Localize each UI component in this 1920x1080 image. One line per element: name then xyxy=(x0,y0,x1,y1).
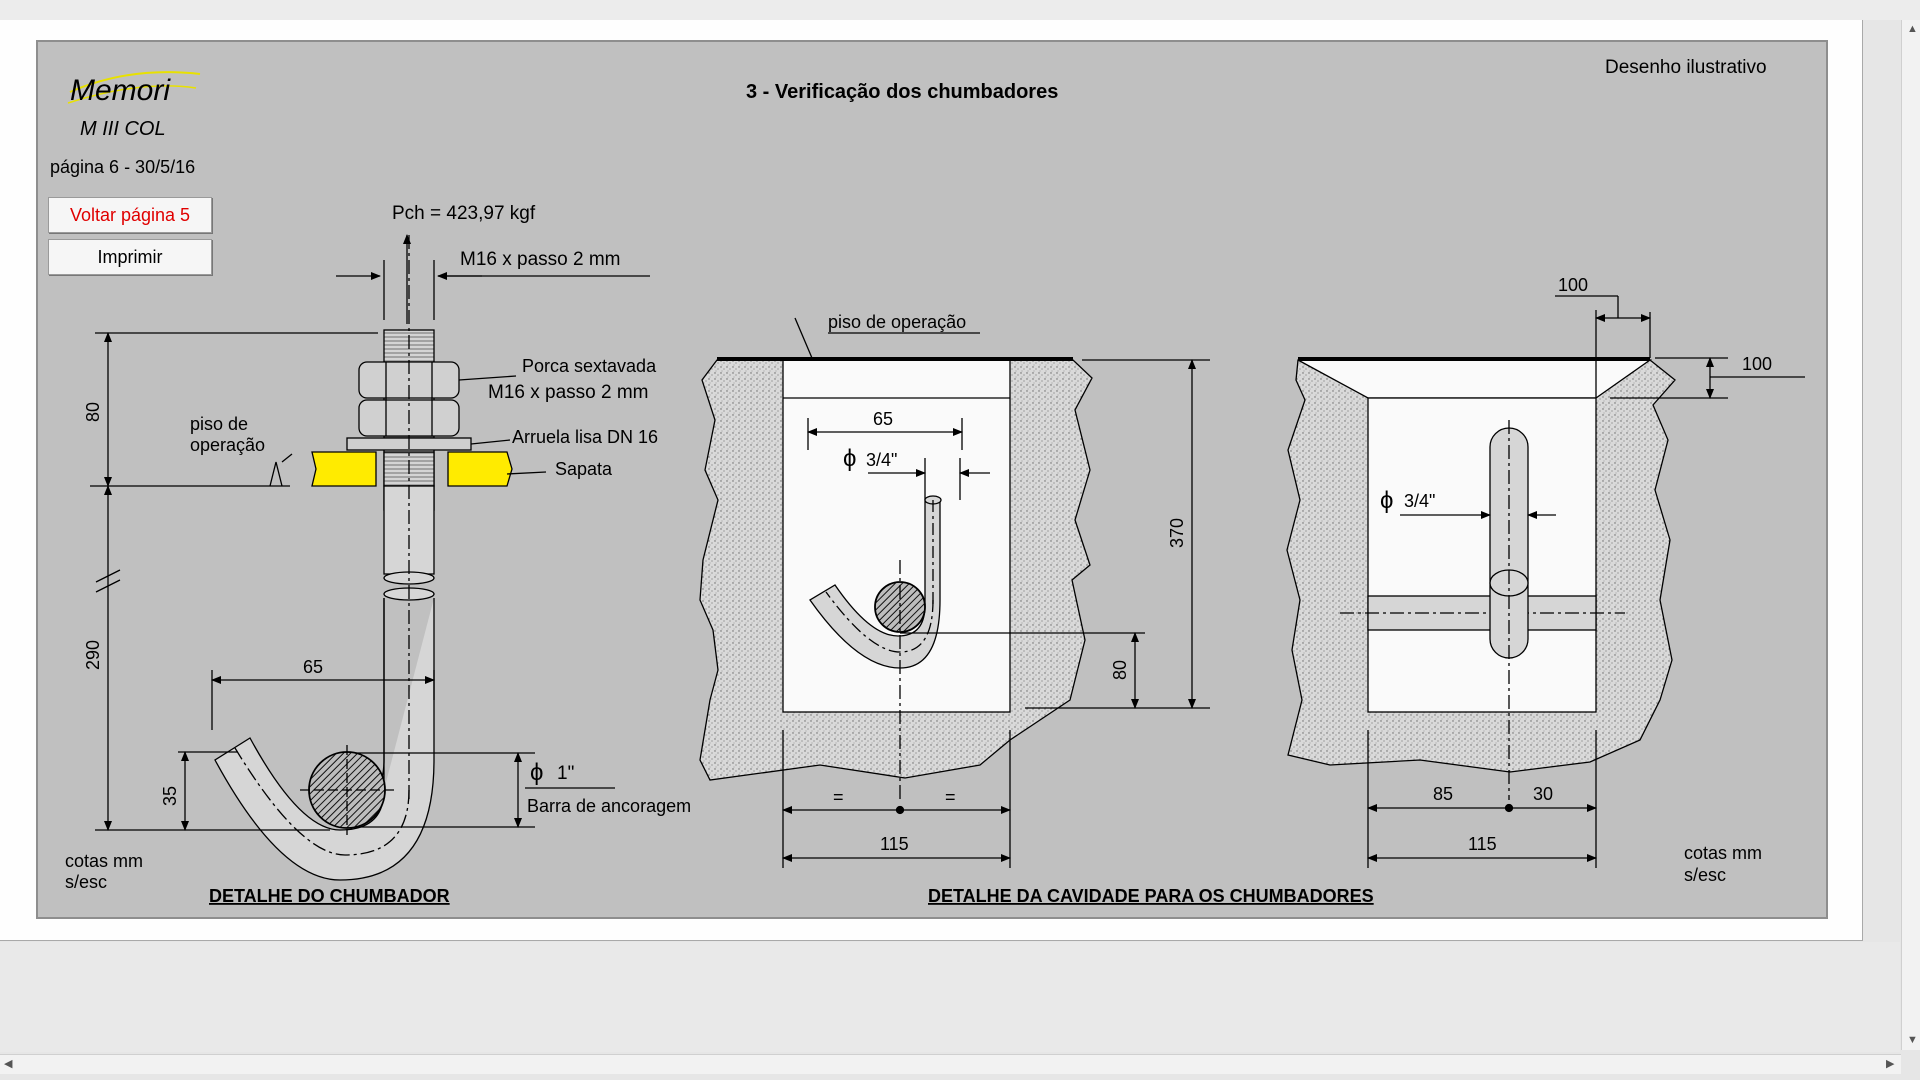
dim-35: 35 xyxy=(160,786,180,806)
memori-logo: Memori M III COL xyxy=(67,71,201,140)
cavity-dim-370: 370 xyxy=(1167,518,1187,548)
thread-label: M16 x passo 2 mm xyxy=(460,249,621,270)
nut-label-1: Porca sextavada xyxy=(522,356,657,376)
caption-cavity: DETALHE DA CAVIDADE PARA OS CHUMBADORES xyxy=(928,886,1374,906)
washer-label: Arruela lisa DN 16 xyxy=(512,427,658,447)
page-title: 3 - Verificação dos chumbadores xyxy=(746,81,1058,103)
cavity-floor-label: piso de operação xyxy=(828,312,966,332)
scroll-down-icon[interactable]: ▼ xyxy=(1907,1034,1918,1046)
plate-label: Sapata xyxy=(555,459,613,479)
bar-diameter: 1" xyxy=(557,763,574,784)
front-dim-100-top: 100 xyxy=(1558,275,1588,295)
units-label-1a: cotas mm xyxy=(65,851,143,871)
cavity-dim-80: 80 xyxy=(1110,660,1130,680)
floor-label-1: piso de xyxy=(190,414,248,434)
detail-cavity-side: piso de operação 65 ϕ 3/4" 370 80 xyxy=(699,312,1210,868)
illustrative-note: Desenho ilustrativo xyxy=(1605,57,1767,78)
scroll-left-icon[interactable]: ◀ xyxy=(4,1058,13,1070)
floor-label-2: operação xyxy=(190,435,265,455)
units-label-3a: cotas mm xyxy=(1684,843,1762,863)
dim-290: 290 xyxy=(83,640,103,670)
front-dia: 3/4" xyxy=(1404,491,1435,511)
units-label-3b: s/esc xyxy=(1684,865,1726,885)
detail-cavity-front: ϕ 3/4" 100 100 85 30 115 xyxy=(1286,275,1805,868)
detail-anchor-bolt: Pch = 423,97 kgf M16 x passo 2 mm piso d… xyxy=(83,203,691,881)
cavity-dim-115: 115 xyxy=(880,834,909,854)
front-dim-30: 30 xyxy=(1533,784,1553,804)
cavity-dia: 3/4" xyxy=(866,450,897,470)
front-dim-85: 85 xyxy=(1433,784,1453,804)
page-info: página 6 - 30/5/16 xyxy=(50,157,195,177)
nut-label-2: M16 x passo 2 mm xyxy=(488,382,649,403)
dim-80: 80 xyxy=(83,402,103,422)
cavity-dim-65: 65 xyxy=(873,409,893,429)
bar-label: Barra de ancoragem xyxy=(527,796,691,816)
force-label: Pch = 423,97 kgf xyxy=(392,203,536,224)
back-page-5-button[interactable]: Voltar página 5 xyxy=(48,197,212,233)
front-dim-115: 115 xyxy=(1468,834,1497,854)
window-top-strip xyxy=(0,0,1920,20)
cavity-phi: ϕ xyxy=(843,445,856,472)
cavity-eq-right: = xyxy=(945,787,956,807)
dim-65: 65 xyxy=(303,657,323,677)
scroll-up-icon[interactable]: ▲ xyxy=(1907,23,1918,35)
cavity-eq-left: = xyxy=(833,787,844,807)
front-phi: ϕ xyxy=(1380,487,1393,514)
phi-symbol-1: ϕ xyxy=(530,759,543,786)
horizontal-scrollbar[interactable]: ◀ ▶ xyxy=(0,1054,1901,1074)
print-button[interactable]: Imprimir xyxy=(48,239,212,275)
empty-area xyxy=(0,942,1900,1052)
logo-subtitle: M III COL xyxy=(80,118,166,140)
logo-text: Memori xyxy=(70,74,171,107)
scroll-right-icon[interactable]: ▶ xyxy=(1886,1058,1895,1070)
front-dim-100-side: 100 xyxy=(1742,354,1772,374)
units-label-1b: s/esc xyxy=(65,872,107,892)
caption-anchor-bolt: DETALHE DO CHUMBADOR xyxy=(209,886,450,906)
vertical-scrollbar[interactable]: ▲ ▼ xyxy=(1901,20,1920,1050)
